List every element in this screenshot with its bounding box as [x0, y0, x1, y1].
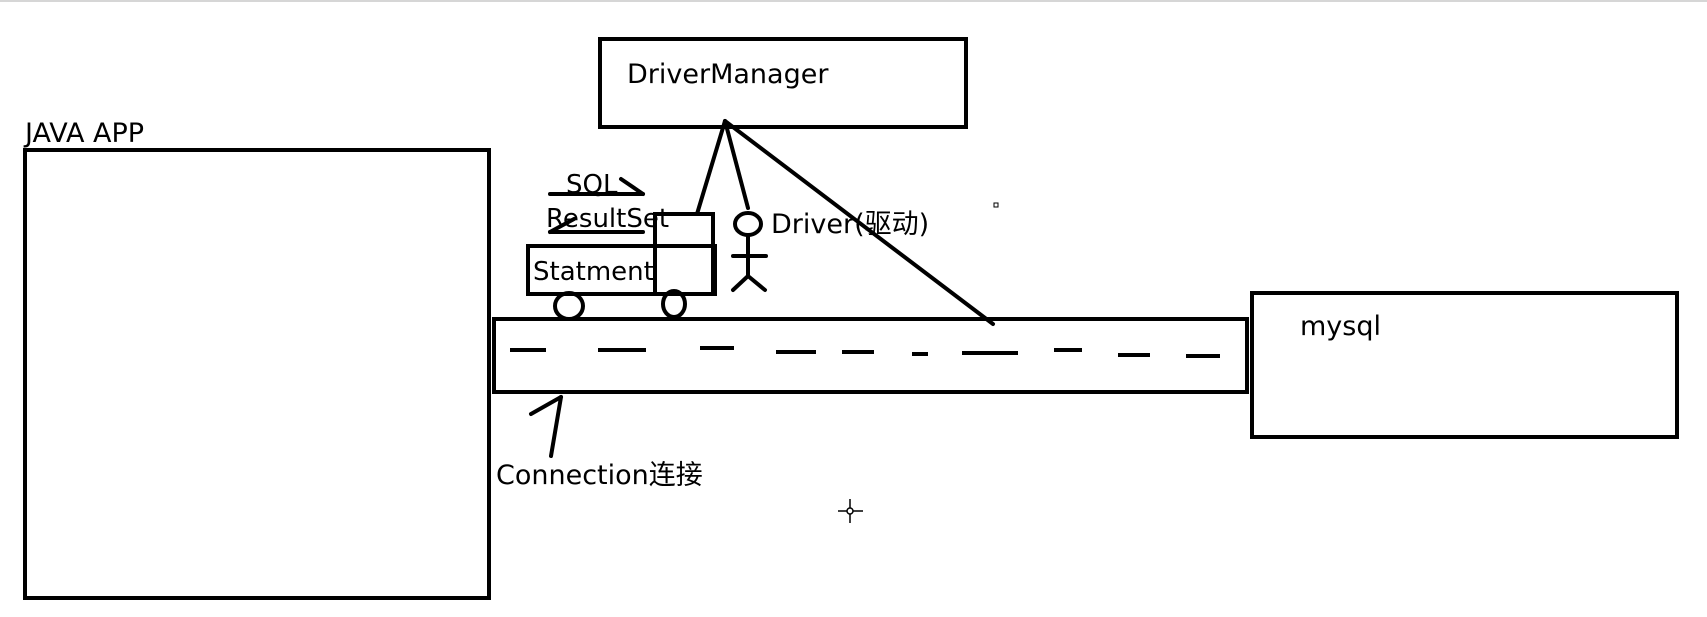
driver-stick-figure — [731, 211, 768, 292]
statement-label: Statment — [533, 257, 654, 287]
java-app-label: JAVA APP — [23, 118, 144, 149]
cart-wheel-right — [661, 289, 687, 319]
stray-mark — [993, 202, 999, 208]
connection-arrow — [529, 395, 563, 458]
sql-arrow — [548, 177, 645, 196]
driver-label: Driver(驱动) — [771, 209, 929, 240]
connection-pipe — [492, 317, 1249, 394]
mysql-box — [1250, 291, 1679, 439]
result-set-arrow — [548, 217, 645, 234]
crosshair-cursor-icon — [838, 499, 863, 523]
driver-manager-links — [695, 119, 995, 326]
statement-cart-cab — [653, 212, 715, 296]
result-set-label: ResultSet — [546, 204, 669, 234]
mysql-label: mysql — [1300, 311, 1381, 342]
cart-wheel-left — [553, 291, 585, 321]
top-border — [0, 0, 1707, 2]
driver-manager-box — [598, 37, 968, 129]
connection-label: Connection连接 — [496, 460, 703, 491]
java-app-box — [23, 148, 491, 600]
pipe-dashes — [510, 346, 1220, 358]
driver-manager-label: DriverManager — [627, 59, 829, 90]
